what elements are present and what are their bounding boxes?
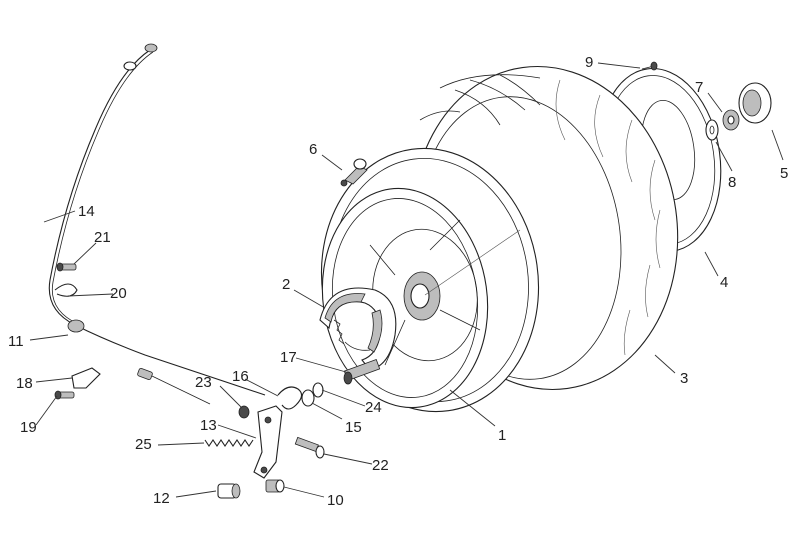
callout-25: 25 xyxy=(135,436,152,453)
callout-22: 22 xyxy=(372,457,389,474)
callout-12: 12 xyxy=(153,490,170,507)
callout-10: 10 xyxy=(327,492,344,509)
callout-1: 1 xyxy=(498,427,506,444)
callout-6: 6 xyxy=(309,141,317,158)
callout-11: 11 xyxy=(8,333,24,350)
cable-clip-20 xyxy=(54,283,78,297)
hub-cap-5 xyxy=(738,82,772,124)
brake-shoes xyxy=(319,287,397,371)
spring-25 xyxy=(204,439,254,447)
callout-2: 2 xyxy=(282,276,290,293)
callout-5: 5 xyxy=(780,165,788,182)
nut-7 xyxy=(722,109,740,131)
callout-24: 24 xyxy=(365,399,382,416)
return-spring xyxy=(277,386,303,410)
o-ring xyxy=(301,389,315,407)
nut-23 xyxy=(238,405,250,419)
callout-17: 17 xyxy=(280,349,297,366)
adjuster-nut-12 xyxy=(217,483,241,499)
callout-20: 20 xyxy=(110,285,127,302)
nut-10 xyxy=(265,479,285,493)
callout-3: 3 xyxy=(680,370,688,387)
callout-23: 23 xyxy=(195,374,212,391)
callout-4: 4 xyxy=(720,274,728,291)
bracket-18 xyxy=(71,367,101,389)
bolt-22 xyxy=(294,436,325,459)
callout-19: 19 xyxy=(20,419,37,436)
washer-8 xyxy=(705,119,719,141)
callout-15: 15 xyxy=(345,419,362,436)
callout-labels: 1 2 3 4 5 6 7 8 9 10 11 12 13 14 15 16 1… xyxy=(8,54,788,509)
callout-9: 9 xyxy=(585,54,593,71)
brake-cable xyxy=(48,43,266,405)
leader-lines xyxy=(29,62,784,498)
callout-7: 7 xyxy=(695,79,703,96)
callout-21: 21 xyxy=(94,229,111,246)
callout-14: 14 xyxy=(78,203,95,220)
callout-16: 16 xyxy=(232,368,249,385)
callout-8: 8 xyxy=(728,174,736,191)
screw-9 xyxy=(641,61,658,71)
brake-lever xyxy=(253,405,283,479)
bolt-21 xyxy=(56,262,77,272)
bolt-19 xyxy=(54,390,75,400)
callout-13: 13 xyxy=(200,417,217,434)
seal-washer xyxy=(312,382,324,398)
callout-18: 18 xyxy=(16,375,33,392)
brake-cam-shaft xyxy=(343,358,381,385)
tire-valve xyxy=(340,158,368,187)
